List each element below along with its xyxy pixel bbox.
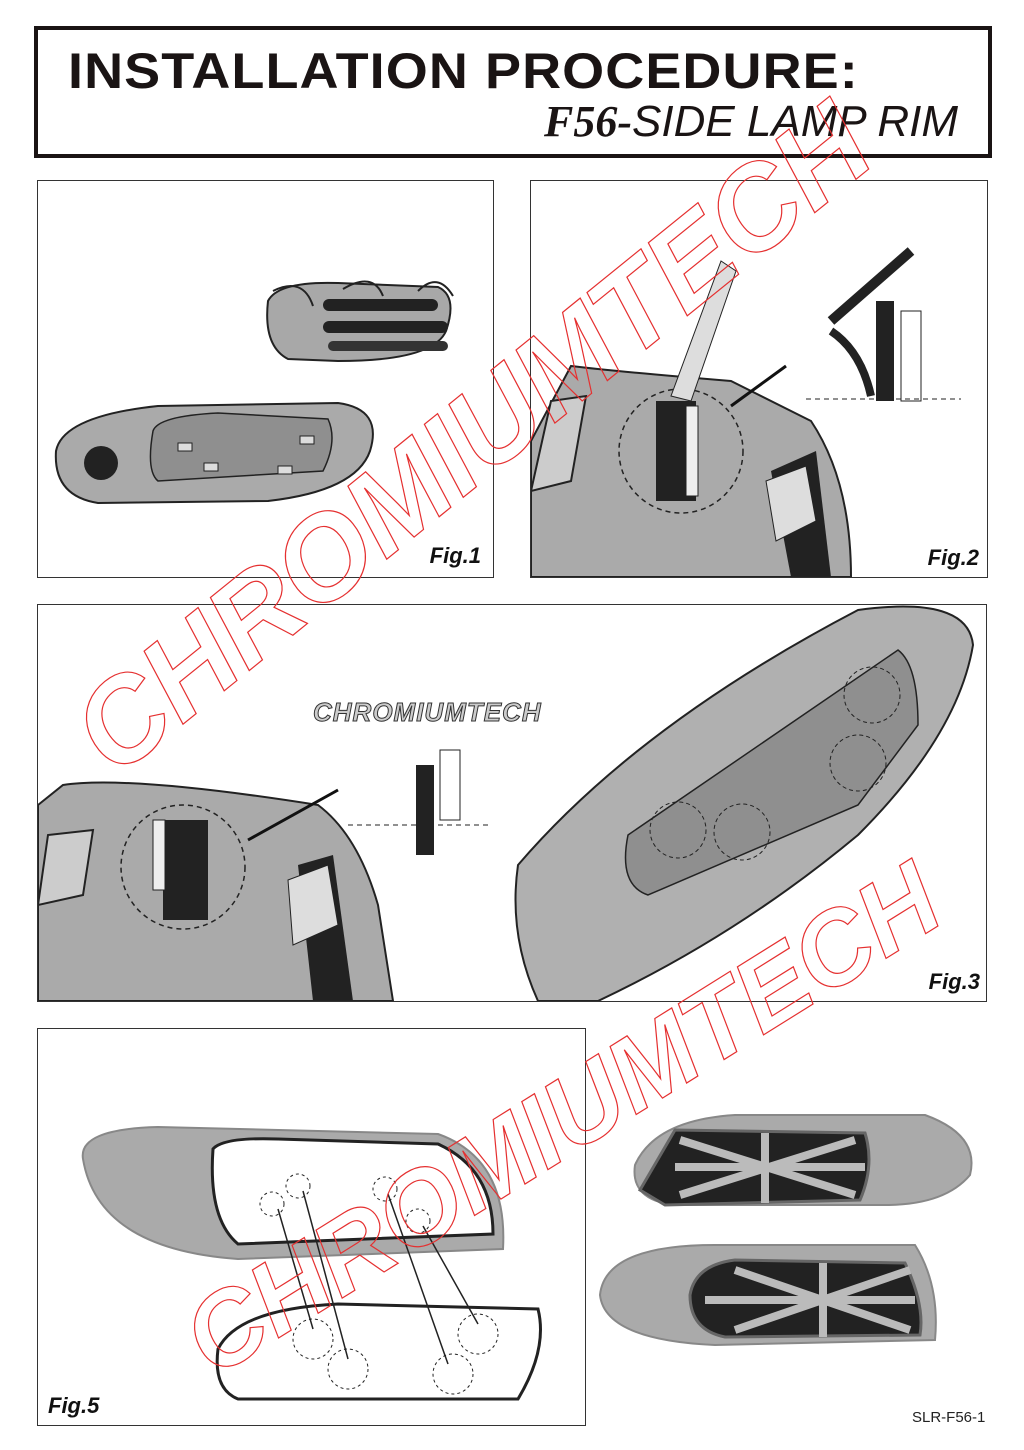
finished-rims-illustration — [598, 1114, 973, 1347]
fig1-illustration — [54, 280, 454, 505]
document-code: SLR-F56-1 — [912, 1409, 986, 1426]
figure-3: CHROMIUMTECH Fig.3 — [37, 604, 987, 1002]
title-box: INSTALLATION PROCEDURE: F56-SIDE LAMP RI… — [34, 26, 992, 158]
fig5-illustration — [81, 1125, 542, 1401]
fig2-label: Fig.2 — [927, 545, 979, 570]
fig5-label: Fig.5 — [48, 1393, 100, 1418]
fig3-label: Fig.3 — [928, 969, 980, 994]
page-title: INSTALLATION PROCEDURE: — [68, 43, 859, 99]
model-code: F56- — [544, 97, 633, 146]
fig1-label: Fig.1 — [429, 543, 481, 568]
part-name: SIDE LAMP RIM — [632, 97, 958, 146]
fig3-illustration — [38, 605, 975, 1001]
figure-2: Fig.2 — [530, 180, 988, 578]
figure-5: Fig.5 — [37, 1028, 586, 1426]
figure-1: Fig.1 — [37, 180, 494, 578]
page-subtitle: F56-SIDE LAMP RIM — [544, 96, 958, 147]
center-watermark: CHROMIUMTECH — [313, 697, 542, 728]
fig2-illustration — [531, 247, 961, 577]
